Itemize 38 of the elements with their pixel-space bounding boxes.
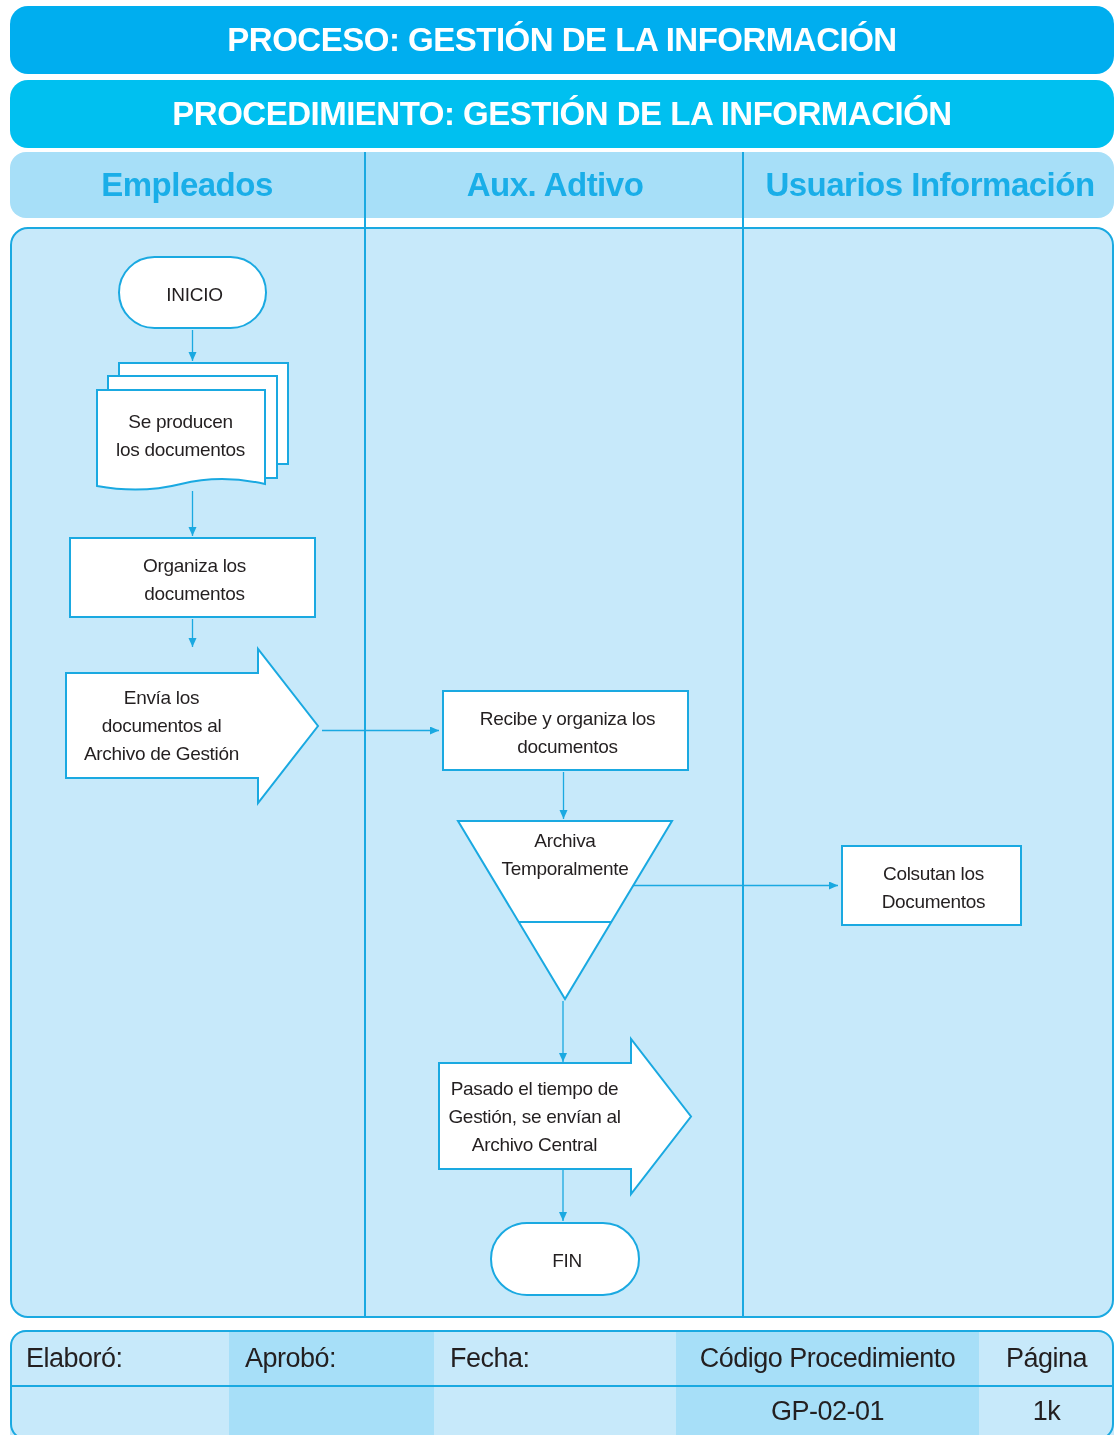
lane-heading: Aux. Adtivo (465, 165, 645, 205)
process-box (841, 845, 1022, 926)
node-text: Envía los documentos al Archivo de Gestión (82, 686, 241, 766)
arrow (321, 726, 440, 735)
node-text: INICIO (165, 282, 224, 307)
header-cell: Elaboró: (10, 1330, 229, 1386)
arrow (188, 490, 197, 537)
process-box (69, 537, 316, 618)
arrow-shape (438, 1038, 692, 1195)
node-text: Colsutan los Documentos (880, 861, 987, 914)
node-text: Archiva Temporalmente (500, 829, 630, 881)
lane-heading: Empleados (100, 165, 274, 205)
header-cell: Aprobó: (229, 1330, 434, 1386)
process-box (442, 690, 689, 771)
storage-triangle (457, 820, 673, 1000)
title-banner (10, 80, 1114, 148)
arrow-shape (65, 648, 319, 804)
node-text: Recibe y organiza los documentos (478, 706, 657, 759)
arrow (559, 1168, 567, 1222)
value-cell: 1k (979, 1387, 1114, 1435)
document-stack-shape (96, 362, 289, 492)
banner-text: PROCEDIMIENTO: GESTIÓN DE LA INFORMACIÓN (171, 94, 953, 134)
title-banner (10, 6, 1114, 74)
node-text: Pasado el tiempo de Gestión, se envían al Archivo Central (447, 1076, 622, 1157)
header-cell: Página (979, 1330, 1114, 1386)
arrow (188, 329, 197, 362)
arrow (632, 881, 839, 890)
arrow (559, 1000, 567, 1063)
header-cell: Fecha: (434, 1330, 676, 1386)
node-text: Organiza los documentos (141, 553, 248, 606)
node-text: FIN (551, 1249, 583, 1273)
node-text: Se producen los documentos (115, 410, 246, 462)
arrow (188, 618, 197, 648)
banner-text: PROCESO: GESTIÓN DE LA INFORMACIÓN (226, 20, 898, 60)
value-cell: GP-02-01 (676, 1387, 979, 1435)
header-cell: Código Procedimiento (676, 1330, 979, 1386)
lane-heading: Usuarios Información (764, 165, 1096, 205)
arrow (559, 771, 568, 820)
